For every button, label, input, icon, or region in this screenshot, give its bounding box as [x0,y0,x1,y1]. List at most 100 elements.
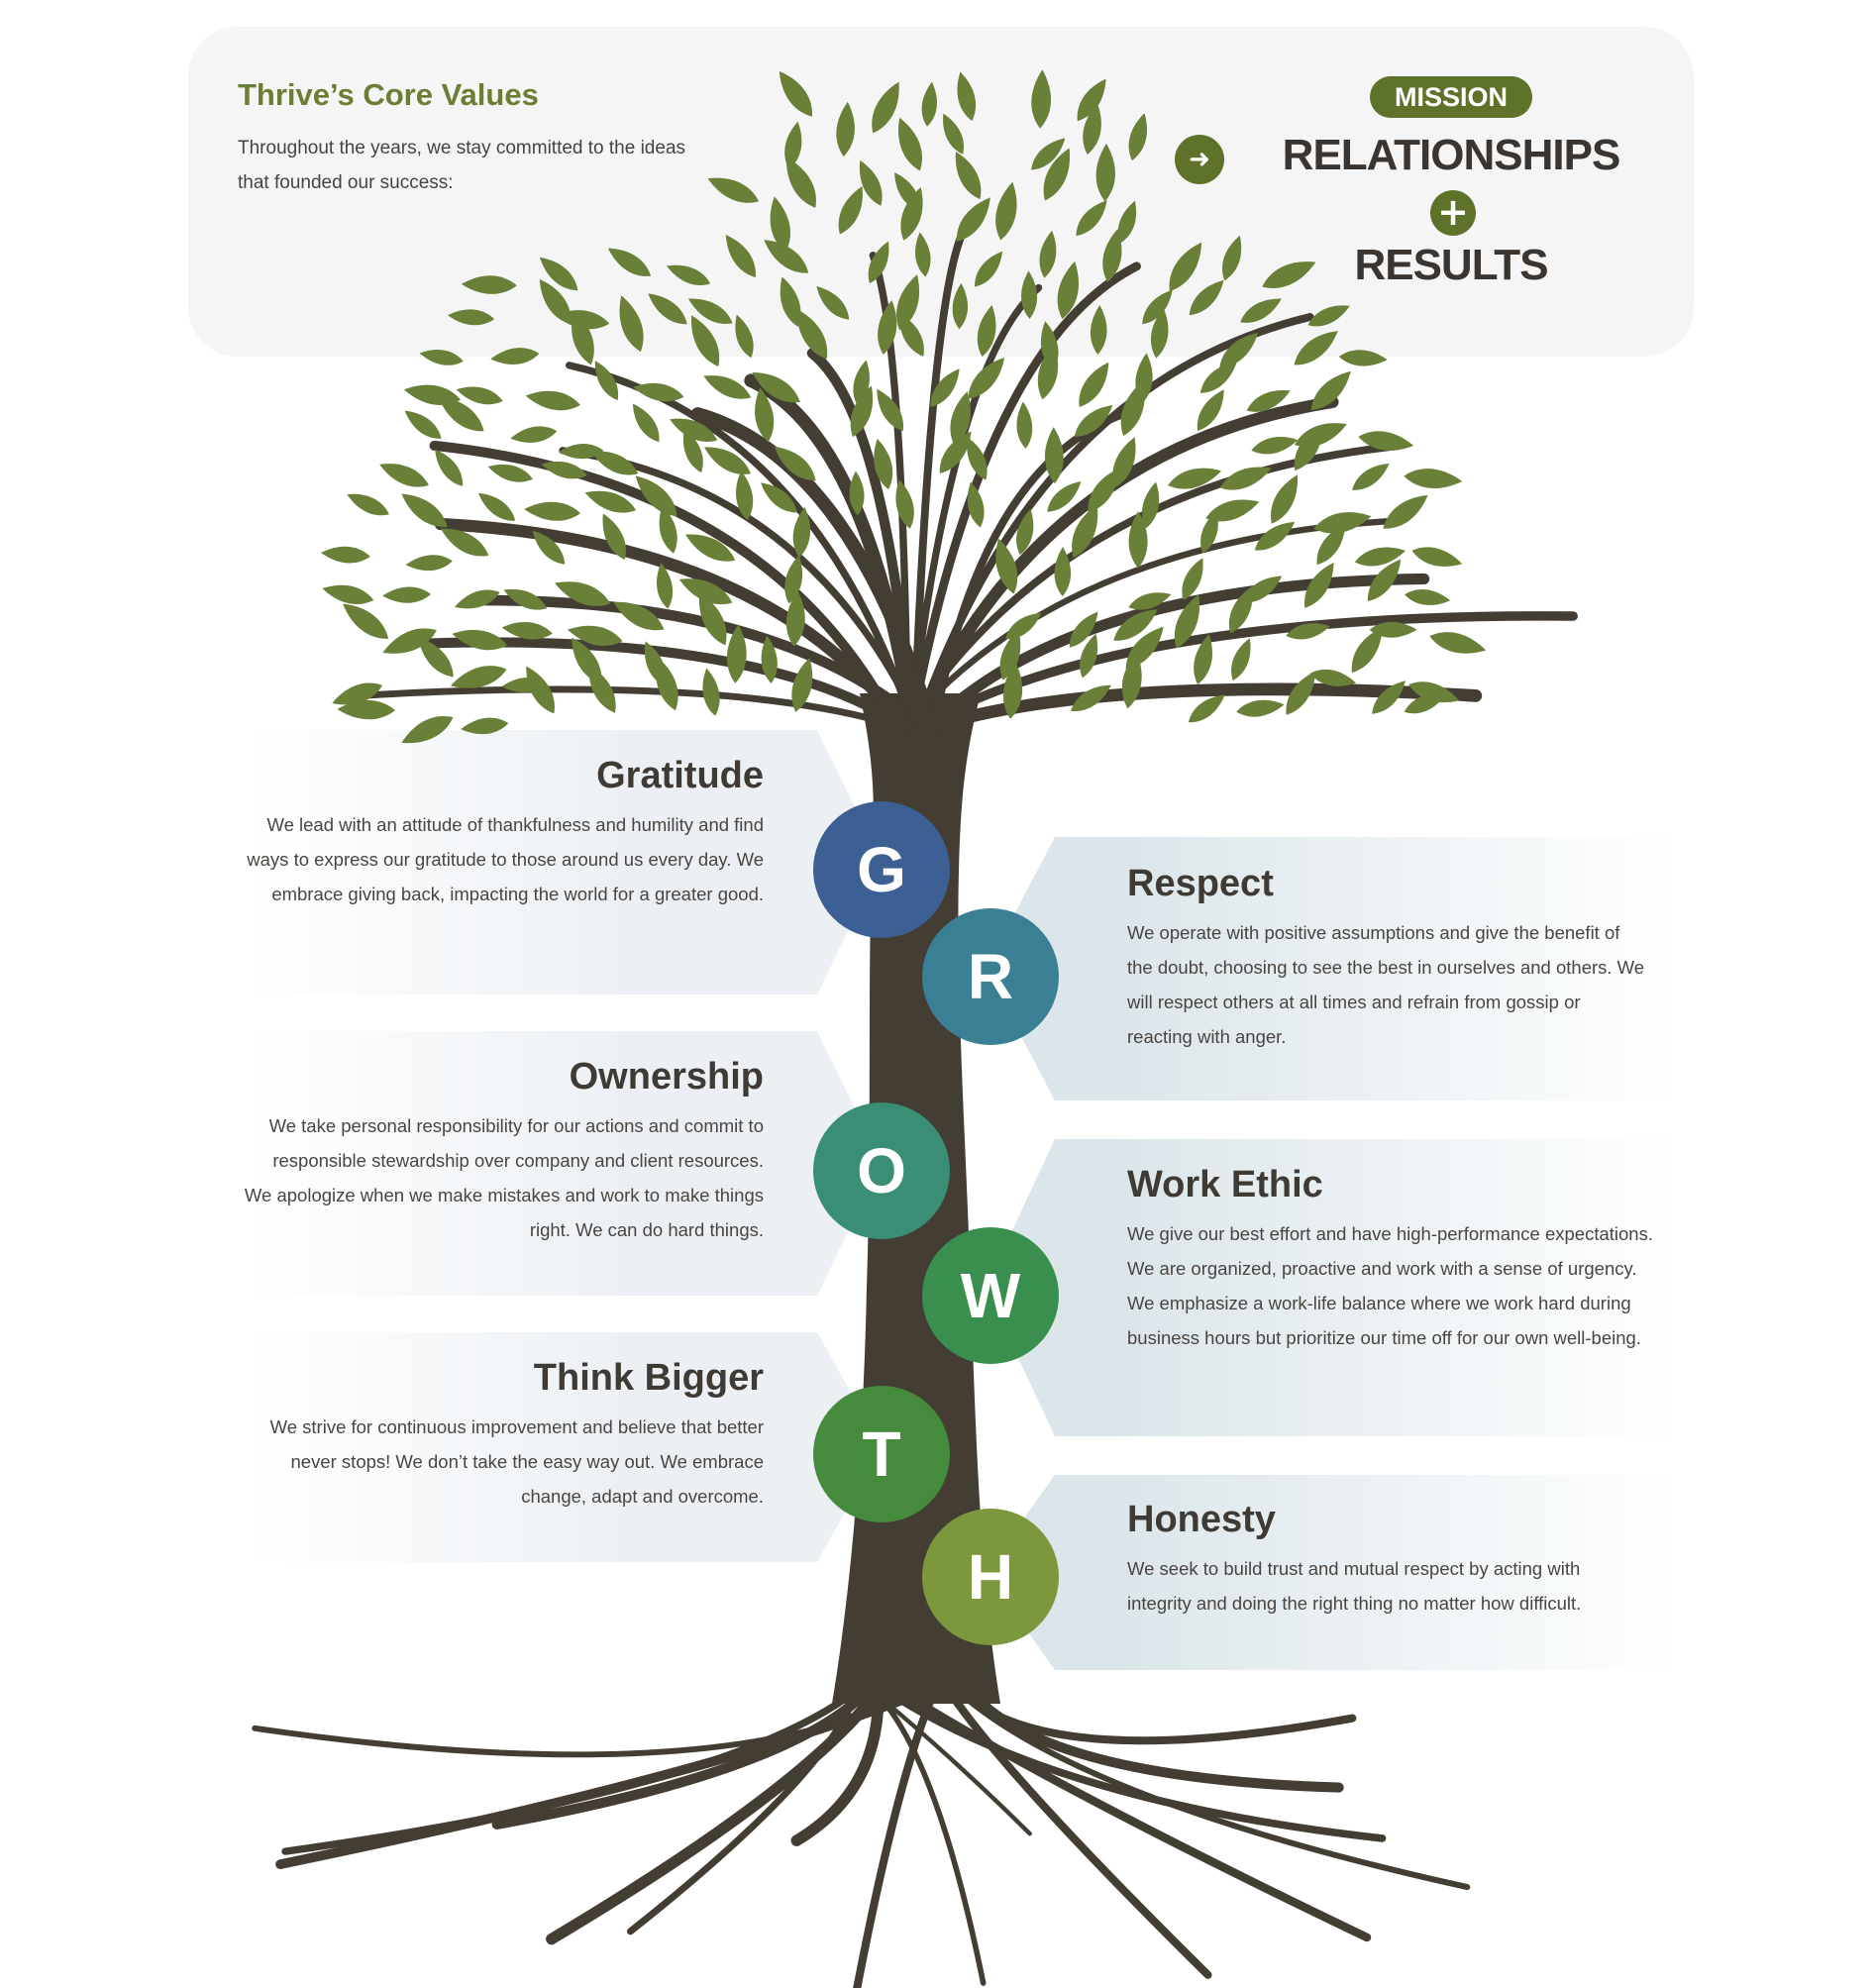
letter-circle-h: H [922,1509,1059,1645]
leaf [1102,229,1122,282]
leaf [1069,611,1098,648]
leaf [382,628,437,654]
leaf [1182,558,1203,600]
leaf [1338,350,1388,366]
leaf [337,699,395,720]
leaf [957,71,977,122]
leaf [1021,270,1038,319]
leaf [1121,652,1142,709]
leaf [1251,437,1299,455]
leaf [967,481,985,528]
tree-leaves [320,69,1487,744]
leaf [1088,468,1120,513]
leaf [1429,632,1487,654]
leaf [1219,467,1272,490]
leaf [1083,103,1101,155]
leaf [785,590,805,647]
leaf [1200,510,1218,554]
value-title-gratitude: Gratitude [596,755,764,796]
leaf [859,159,883,206]
tree-branch [910,313,1314,737]
leaf [850,385,874,438]
leaf [524,501,580,521]
leaf [698,592,727,646]
leaf [977,305,996,358]
leaf [607,248,652,276]
leaf [435,449,464,486]
leaf [952,282,968,330]
leaf [635,475,677,517]
leaf [588,665,616,713]
leaf [1071,684,1111,711]
leaf [725,234,756,277]
leaf [752,371,800,403]
leaf [1188,694,1225,723]
leaf [761,635,778,683]
leaf [539,257,578,291]
leaf [755,387,775,443]
leaf [525,390,580,411]
value-title-work-ethic: Work Ethic [1127,1164,1323,1205]
tree-root [252,1686,925,1758]
tree-root [879,1685,1387,1842]
leaf [440,528,489,557]
leaf [1316,524,1346,566]
leaf [1141,481,1160,529]
tree-root [963,1683,1344,1793]
leaf [1142,289,1173,325]
leaf [1294,424,1323,471]
value-text-ownership: We take personal responsibility for our … [244,1115,764,1240]
leaf [1411,547,1463,567]
tree-root [491,1683,875,1830]
leaf [1240,298,1282,323]
value-title-think-bigger: Think Bigger [533,1357,764,1399]
leaf [419,350,464,366]
leaf [1194,634,1212,684]
leaf [404,410,442,439]
tree-branch [421,637,919,739]
leaf [1004,612,1042,640]
leaf [955,151,982,200]
value-title-ownership: Ownership [569,1056,764,1098]
leaf [1262,262,1316,288]
leaf [487,464,533,482]
ownership-panel [248,1031,882,1296]
leaf [503,588,548,610]
leaf [975,251,1003,287]
leaf [1169,242,1202,291]
plus-icon: + [1430,190,1476,236]
leaf [895,479,914,529]
respect-panel [986,837,1679,1100]
leaf [447,309,495,326]
leaf [1197,389,1224,431]
leaf [678,578,733,605]
leaf [1039,230,1057,278]
leaf [1002,662,1023,719]
honesty-panel [986,1475,1679,1670]
leaf [687,298,733,324]
leaf [1168,468,1222,489]
page-title: Thrive’s Core Values [238,77,539,112]
leaf [648,293,687,325]
leaf [461,275,517,294]
tree-root [281,1685,863,1855]
leaf [320,546,370,564]
leaf [1354,547,1406,567]
leaf [461,717,509,735]
leaf [1404,469,1463,488]
leaf [877,388,904,432]
leaf [656,657,678,711]
mission-badge: MISSION [1370,76,1532,118]
mission-relationships: RELATIONSHIPS [1282,131,1621,179]
leaf [1358,431,1414,451]
mission-results: RESULTS [1354,241,1548,289]
leaf [382,586,431,603]
leaf [1351,627,1383,674]
leaf [332,682,383,705]
work-ethic-panel [986,1139,1679,1436]
leaf [1174,594,1199,649]
leaf [703,447,751,474]
leaf [510,426,558,443]
leaf [836,101,855,157]
value-text-honesty: We seek to build trust and mutual respec… [1127,1558,1582,1614]
